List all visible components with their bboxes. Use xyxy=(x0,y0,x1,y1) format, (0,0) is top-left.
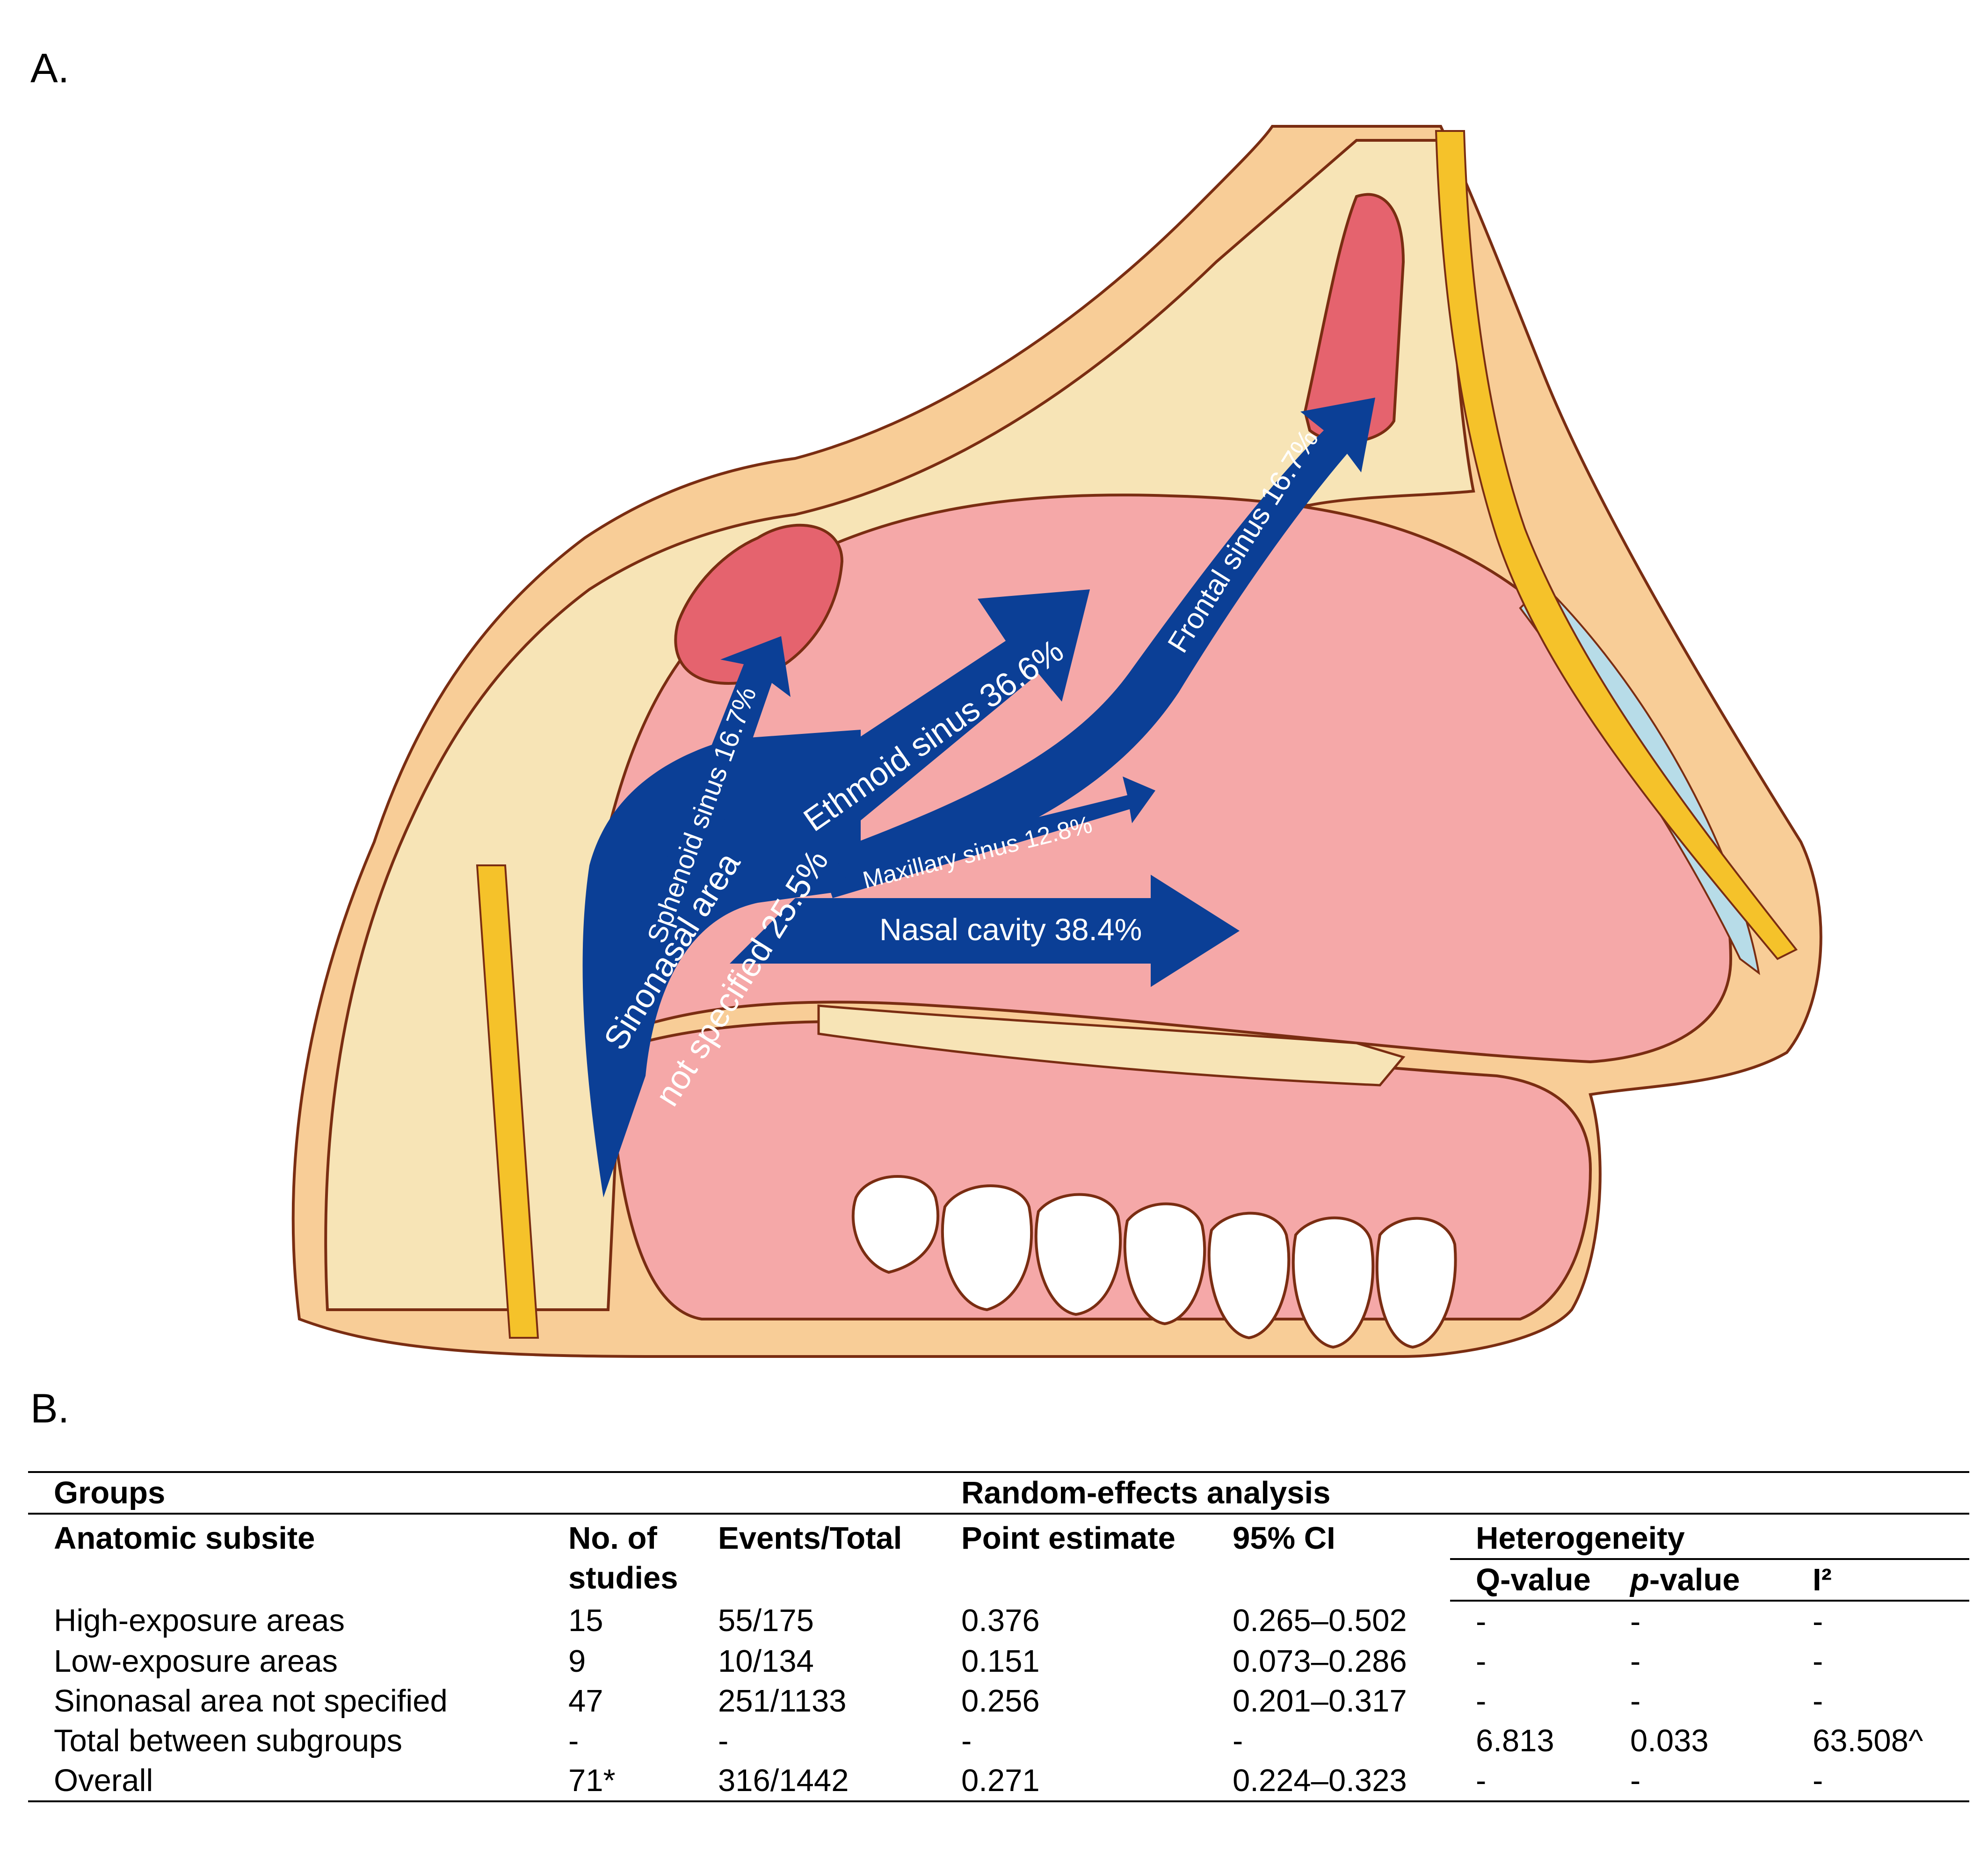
header-point: Point estimate xyxy=(961,1521,1175,1556)
cell-subsite: Low-exposure areas xyxy=(54,1644,338,1679)
cell-studies: 71* xyxy=(543,1761,692,1802)
arrow-sphenoid xyxy=(636,636,791,940)
cell-events: 251/1133 xyxy=(718,1683,847,1719)
cell-studies: 47 xyxy=(568,1683,603,1719)
meta-analysis-table: Groups Random-effects analysis Anatomic … xyxy=(28,1471,1970,1802)
header-studies-line2: studies xyxy=(568,1560,678,1596)
posterior-fat xyxy=(476,864,539,1339)
sinonasal-anatomy-diagram: Sphenoid sinus 16.7% Ethmoid sinus 36.6%… xyxy=(291,125,1822,1358)
header-p: p-value xyxy=(1604,1559,1787,1602)
cell-q: - xyxy=(1450,1761,1604,1802)
header-ci: 95% CI xyxy=(1233,1521,1335,1556)
cell-subsite: Sinonasal area not specified xyxy=(54,1683,448,1719)
cell-i2: 63.508^ xyxy=(1813,1723,1923,1758)
table-row: Sinonasal area not specified 47 251/1133… xyxy=(28,1681,1969,1721)
table-row: Low-exposure areas 9 10/134 0.151 0.073–… xyxy=(28,1641,1969,1681)
cell-ci: 0.265–0.502 xyxy=(1233,1603,1407,1638)
cell-i2: - xyxy=(1787,1761,1970,1802)
cell-p: 0.033 xyxy=(1630,1723,1709,1758)
nasal-fat-strip xyxy=(1435,130,1798,960)
arrow-frontal xyxy=(833,398,1375,889)
cell-p: - xyxy=(1630,1644,1641,1679)
table-row: Total between subgroups - - - - 6.813 0.… xyxy=(28,1721,1969,1761)
cell-subsite: Total between subgroups xyxy=(54,1723,402,1758)
header-random-effects: Random-effects analysis xyxy=(936,1471,1970,1515)
cell-ci: 0.224–0.323 xyxy=(1207,1761,1450,1802)
cell-studies: 9 xyxy=(568,1644,586,1679)
arrow-ethmoid xyxy=(772,589,1090,851)
header-events: Events/Total xyxy=(718,1521,902,1556)
table-row: High-exposure areas 15 55/175 0.376 0.26… xyxy=(28,1601,1969,1641)
panel-b-label: B. xyxy=(30,1385,70,1431)
header-q: Q-value xyxy=(1450,1559,1604,1602)
cell-i2: - xyxy=(1813,1604,1823,1639)
table-header-row-1: Groups Random-effects analysis xyxy=(28,1471,1970,1515)
arrow-nasal-cavity xyxy=(730,875,1240,987)
header-p-rest: -value xyxy=(1649,1562,1740,1597)
cell-p: - xyxy=(1604,1761,1787,1802)
table-header-row-3: Q-value p-value I² xyxy=(28,1559,1970,1602)
cell-q: - xyxy=(1476,1683,1487,1719)
hard-palate xyxy=(817,1004,1406,1087)
cell-p: - xyxy=(1630,1683,1641,1719)
header-subsite: Anatomic subsite xyxy=(54,1521,315,1556)
cell-ci: 0.073–0.286 xyxy=(1233,1644,1407,1679)
cell-ci: - xyxy=(1233,1723,1243,1758)
table-header-row-2: Anatomic subsite No. of studies Events/T… xyxy=(28,1514,1970,1596)
teeth xyxy=(851,1175,1457,1349)
cell-events: - xyxy=(718,1723,729,1758)
label-nasal-cavity: Nasal cavity 38.4% xyxy=(879,912,1142,947)
header-groups: Groups xyxy=(28,1471,543,1515)
cell-events: 55/175 xyxy=(718,1603,814,1638)
cell-point: 0.151 xyxy=(961,1644,1040,1679)
cell-point: - xyxy=(961,1723,972,1758)
header-studies: No. of studies xyxy=(543,1514,692,1601)
cell-point: 0.256 xyxy=(961,1683,1040,1719)
cell-q: - xyxy=(1476,1604,1487,1639)
header-p-italic: p xyxy=(1630,1562,1649,1597)
header-heterogeneity: Heterogeneity xyxy=(1450,1514,1970,1560)
arrow-sinonasal-trunk xyxy=(582,730,861,1197)
header-studies-line1: No. of xyxy=(568,1521,657,1556)
cell-q: 6.813 xyxy=(1476,1723,1554,1758)
cell-studies: - xyxy=(568,1723,579,1758)
cell-studies: 15 xyxy=(568,1603,603,1638)
cell-i2: - xyxy=(1813,1644,1823,1679)
header-i2: I² xyxy=(1787,1559,1970,1602)
cell-q: - xyxy=(1476,1644,1487,1679)
cell-p: - xyxy=(1630,1604,1641,1639)
cell-i2: - xyxy=(1813,1683,1823,1719)
cell-point: 0.376 xyxy=(961,1603,1040,1638)
cell-events: 10/134 xyxy=(718,1644,814,1679)
cell-events: 316/1442 xyxy=(692,1761,936,1802)
panel-a-label: A. xyxy=(30,45,70,91)
cell-subsite: High-exposure areas xyxy=(54,1603,345,1638)
arrow-group xyxy=(582,398,1375,1197)
table-row: Overall 71* 316/1442 0.271 0.224–0.323 -… xyxy=(28,1761,1970,1802)
cell-subsite: Overall xyxy=(28,1761,543,1802)
cell-point: 0.271 xyxy=(936,1761,1207,1802)
cell-ci: 0.201–0.317 xyxy=(1233,1683,1407,1719)
